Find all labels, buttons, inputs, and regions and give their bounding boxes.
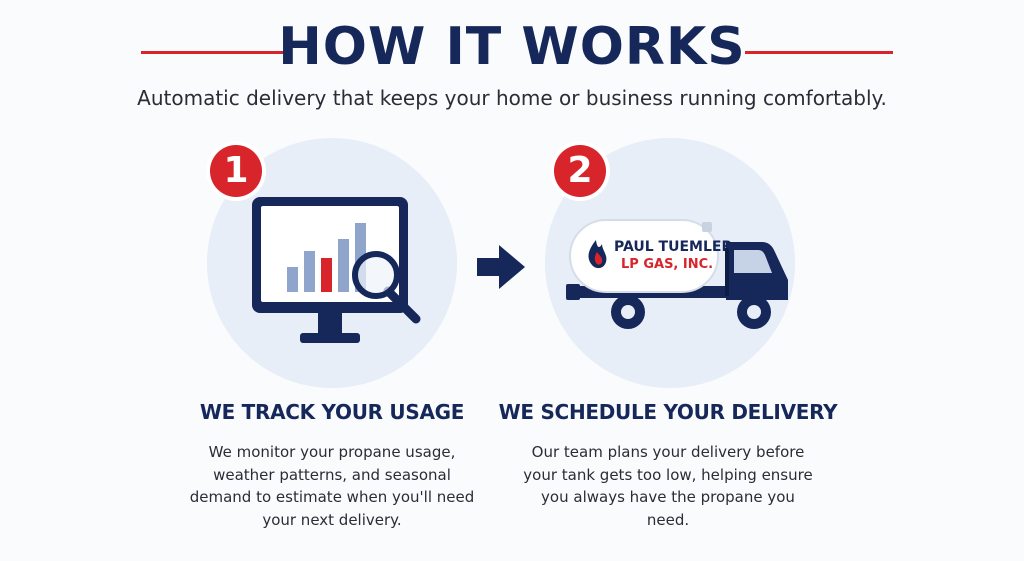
- page-title: HOW IT WORKS: [278, 17, 746, 77]
- step-1-number-badge: 1: [210, 145, 262, 197]
- step-2-heading: WE SCHEDULE YOUR DELIVERY: [498, 400, 838, 424]
- step-2-description: Our team plans your delivery before your…: [523, 443, 813, 529]
- page-subtitle: Automatic delivery that keeps your home …: [137, 86, 887, 110]
- arrow-right-icon: [477, 245, 525, 289]
- propane-truck-icon: PAUL TUEMLER LP GAS, INC.: [566, 219, 788, 329]
- step-1-heading: WE TRACK YOUR USAGE: [199, 400, 465, 424]
- title-rule-right: [745, 51, 893, 54]
- monitor-chart-magnifier-icon: [252, 197, 421, 343]
- title-row: HOW IT WORKS: [0, 14, 1024, 80]
- truck-logo-line1: PAUL TUEMLER: [614, 239, 732, 255]
- truck-logo-line2: LP GAS, INC.: [621, 257, 713, 272]
- step-1-description: We monitor your propane usage, weather p…: [189, 443, 475, 529]
- step-2-number-badge: 2: [554, 145, 606, 197]
- title-rule-left: [141, 51, 289, 54]
